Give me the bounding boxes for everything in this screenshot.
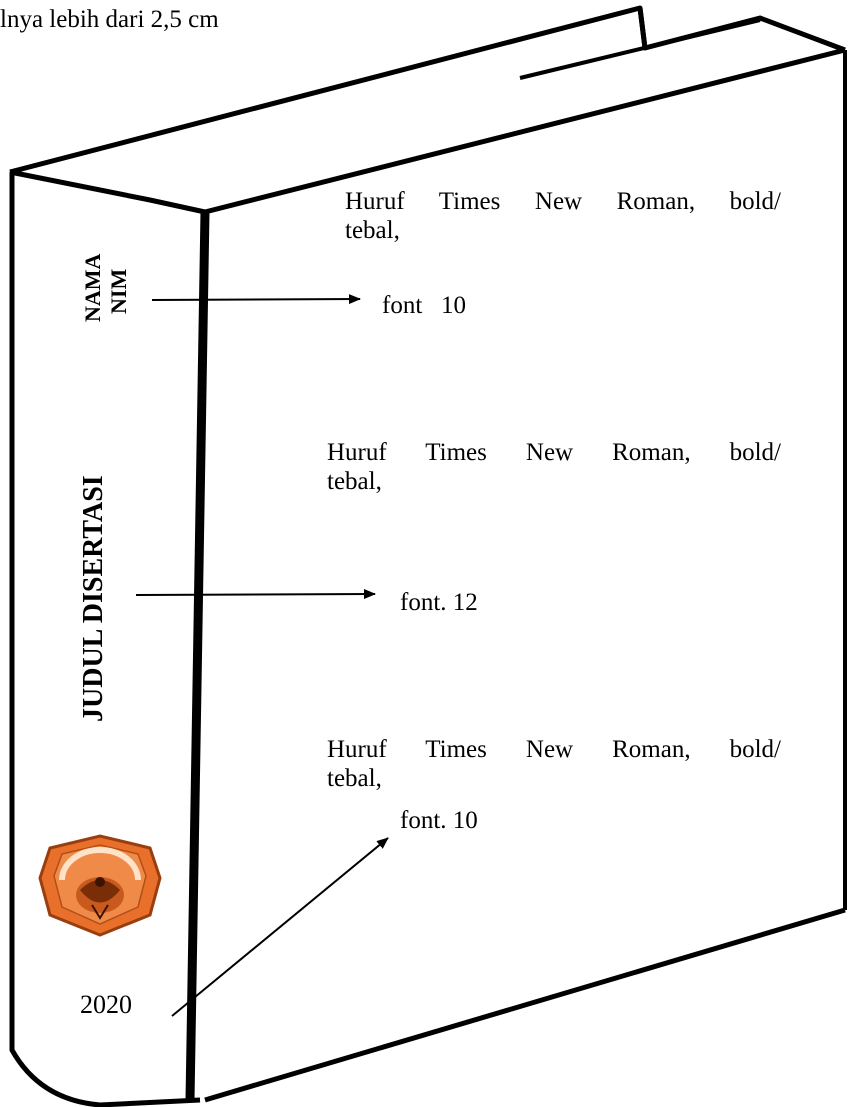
binder-back-top-edge — [637, 7, 648, 49]
annotation-2-line1: Huruf Times New Roman, bold/ — [327, 439, 781, 466]
spine-year: 2020 — [80, 990, 132, 1019]
annotation-3-line2: tebal, — [327, 765, 382, 792]
annotation-2-line2: tebal, — [327, 468, 382, 495]
front-cover-bottom-edge — [204, 907, 846, 1103]
university-logo — [38, 834, 162, 937]
arrow-title — [135, 589, 376, 600]
binder-ring-slot — [519, 18, 761, 80]
annotation-1-line2: tebal, — [345, 217, 400, 244]
spine-title-label: JUDUL DISERTASI — [78, 475, 109, 722]
spine-cover-hinge — [185, 211, 210, 1101]
annotation-2-description: Huruf Times New Roman, bold/ tebal, — [327, 438, 781, 496]
spine-top-edge — [9, 169, 206, 215]
spine-nim-label: NIM — [106, 268, 131, 314]
annotation-3-line1: Huruf Times New Roman, bold/ — [327, 736, 781, 763]
spine-left-edge — [9, 172, 201, 1107]
annotation-2-font-label: font. 12 — [400, 589, 478, 616]
arrow-name-nim — [151, 294, 361, 305]
front-cover-top-edge — [204, 47, 846, 215]
annotation-1-line1: Huruf Times New Roman, bold/ — [345, 188, 781, 215]
annotation-3-description: Huruf Times New Roman, bold/ tebal, — [327, 735, 781, 793]
top-note: lnya lebih dari 2,5 cm — [0, 6, 219, 33]
spine-name-label: NAMA — [80, 253, 105, 322]
arrow-year — [171, 837, 389, 1017]
annotation-1-font-label: font 10 — [382, 292, 467, 319]
annotation-1-description: Huruf Times New Roman, bold/ tebal, — [345, 187, 781, 245]
annotation-3-font-label: font. 10 — [400, 807, 478, 834]
